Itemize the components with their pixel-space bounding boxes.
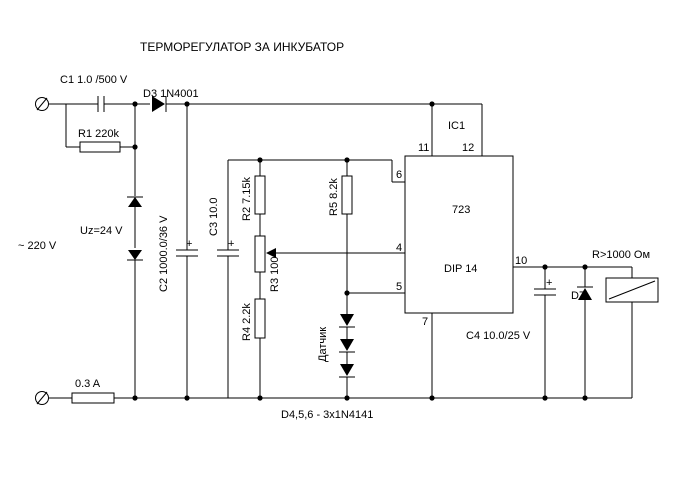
r1-label: R1 220k xyxy=(78,128,119,140)
diode-d7 xyxy=(577,286,593,300)
pin-11: 11 xyxy=(418,142,429,154)
capacitor-c1 xyxy=(92,96,150,112)
ic-package: DIP 14 xyxy=(444,263,477,275)
terminal-top xyxy=(35,97,49,111)
svg-text:+: + xyxy=(186,238,192,250)
resistor-r1 xyxy=(79,141,121,153)
ic-type: 723 xyxy=(452,204,470,216)
svg-text:+: + xyxy=(546,277,552,289)
terminal-bottom xyxy=(35,391,49,405)
zener-upper xyxy=(127,196,143,207)
r4-label: R4 2.2k xyxy=(241,303,253,341)
ac-label: ~ 220 V xyxy=(18,240,57,252)
pin-10: 10 xyxy=(515,255,527,267)
pin-5: 5 xyxy=(396,281,402,293)
ic-723 xyxy=(404,155,514,314)
pin-12: 12 xyxy=(462,142,474,154)
r2-label: R2 7.15k xyxy=(241,176,253,221)
pin-4: 4 xyxy=(396,242,402,254)
svg-text:+: + xyxy=(228,238,234,250)
relay-coil xyxy=(605,277,659,303)
d3-label: D3 1N4001 xyxy=(143,88,199,100)
c4-label: C4 10.0/25 V xyxy=(466,330,531,342)
c1-label: C1 1.0 /500 V xyxy=(60,74,128,86)
diodes-label: D4,5,6 - 3x1N4141 xyxy=(281,409,373,421)
c2-label: C2 1000.0/36 V xyxy=(158,215,170,292)
fuse-label: 0.3 A xyxy=(75,378,101,390)
resistor-r5 xyxy=(341,175,353,215)
d7-label: D7 xyxy=(571,290,585,302)
relay-label: R>1000 Ом xyxy=(592,249,650,261)
pin-6: 6 xyxy=(396,169,402,181)
ic1-label: IC1 xyxy=(448,120,465,132)
resistor-r2 xyxy=(254,175,266,215)
fuse xyxy=(71,392,115,404)
sensor-diodes xyxy=(339,314,355,378)
potentiometer-r3 xyxy=(254,235,266,273)
r3-label: R3 100 xyxy=(269,257,281,292)
wiper-arrow xyxy=(266,248,276,258)
zener-label: Uz=24 V xyxy=(80,225,123,237)
c3-label: C3 10.0 xyxy=(208,197,220,236)
r5-label: R5 8.2k xyxy=(328,178,340,216)
capacitor-c2: + xyxy=(176,238,198,257)
junction-dots xyxy=(132,101,588,401)
zener-lower xyxy=(127,250,143,261)
pin-7: 7 xyxy=(422,316,428,328)
sensor-label: Датчик xyxy=(317,327,329,362)
resistor-r4 xyxy=(254,298,266,339)
diagram-title: ТЕРМОРЕГУЛАТОР ЗА ИНКУБАТОР xyxy=(140,40,344,54)
capacitor-c3: + xyxy=(217,238,239,257)
